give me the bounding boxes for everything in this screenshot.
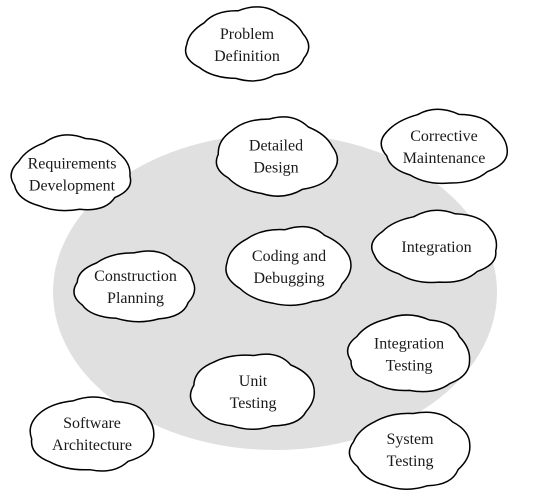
cloud-label-line: Integration xyxy=(401,239,471,256)
cloud-label-line: Detailed xyxy=(249,138,303,155)
cloud-label-line: Problem xyxy=(220,26,275,43)
cloud-shape xyxy=(10,134,132,212)
cloud-label-line: Testing xyxy=(386,358,433,375)
cloud-label-line: Architecture xyxy=(52,437,132,454)
cloud-shape xyxy=(346,314,471,393)
cloud-shape xyxy=(225,225,352,307)
cloud-label-line: Requirements xyxy=(28,156,117,173)
cloud-label-line: Construction xyxy=(94,268,177,285)
cloud-shape xyxy=(348,411,471,490)
cloud-label-line: System xyxy=(386,431,434,448)
cloud-label-line: Unit xyxy=(239,373,268,390)
cloud-shape xyxy=(29,396,155,472)
cloud-label-line: Definition xyxy=(214,48,280,65)
cloud-label-line: Debugging xyxy=(253,270,324,287)
cloud-shape xyxy=(380,108,508,185)
cloud-label-line: Testing xyxy=(230,395,277,412)
cloud-integration: Integration xyxy=(371,209,498,284)
cloud-group: ProblemDefinitionRequirementsDevelopment… xyxy=(10,6,508,490)
cloud-shape xyxy=(215,116,339,197)
cloud-label-line: Integration xyxy=(374,336,444,353)
cloud-label-line: Coding and xyxy=(252,248,326,265)
cloud-label-line: Design xyxy=(253,160,298,177)
cloud-label-line: Corrective xyxy=(410,128,478,145)
cloud-shape xyxy=(189,353,316,431)
cloud-shape xyxy=(73,250,196,323)
cloud-shape xyxy=(184,6,310,82)
cloud-label-line: Planning xyxy=(107,290,164,307)
cloud-label-line: Maintenance xyxy=(403,150,486,167)
cloud-label-line: Development xyxy=(29,178,116,195)
cloud-shape xyxy=(371,209,498,284)
cloud-label-line: Testing xyxy=(387,453,434,470)
cloud-label-line: Software xyxy=(63,415,121,432)
